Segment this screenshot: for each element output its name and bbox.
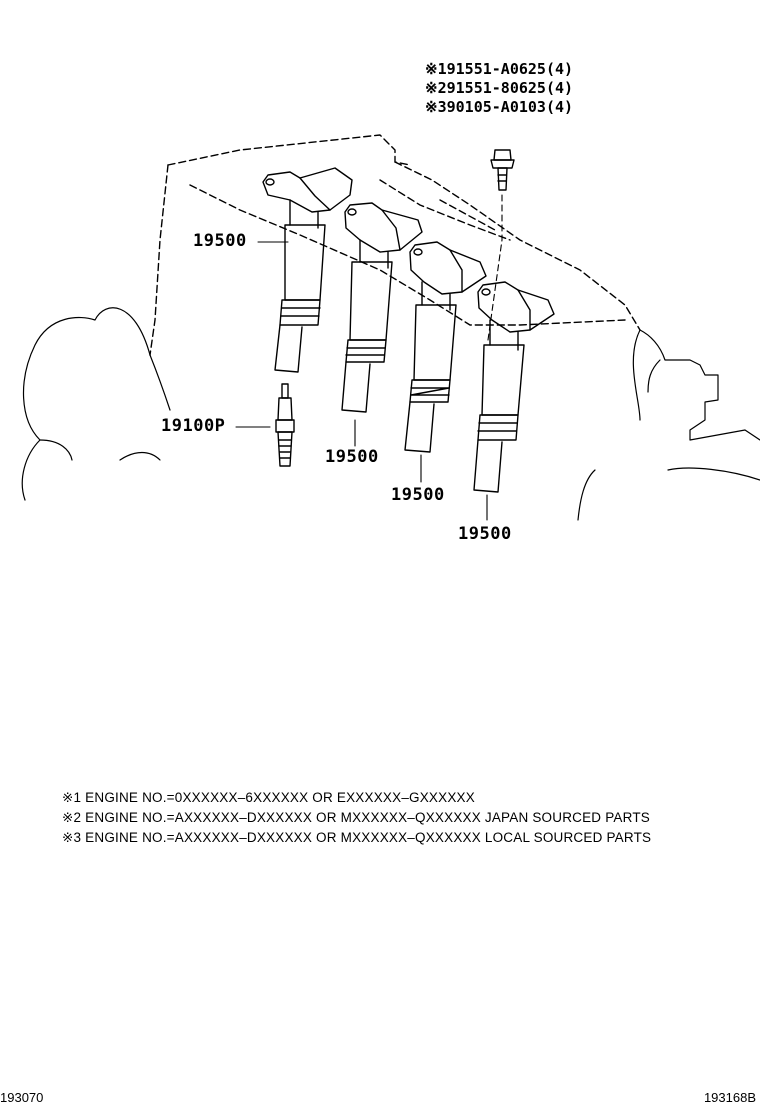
callout-coil-1: 19500 xyxy=(193,231,247,251)
leader-lines xyxy=(235,194,503,521)
ignition-coil-2 xyxy=(341,202,423,413)
ignition-coil-4 xyxy=(473,281,555,493)
bolt-label-3: ※390105-A0103(4) xyxy=(425,98,574,116)
engine-note-3: ※3 ENGINE NO.=AXXXXXX–DXXXXXX OR MXXXXXX… xyxy=(62,830,652,845)
engine-outline xyxy=(149,134,641,356)
ignition-coil-3 xyxy=(404,241,487,453)
footer-left-code: 193070 xyxy=(0,1090,44,1105)
engine-note-1: ※1 ENGINE NO.=0XXXXXX–6XXXXXX OR EXXXXXX… xyxy=(62,790,475,805)
bolt-label-1: ※191551-A0625(4) xyxy=(425,60,574,78)
bolt-label-2: ※291551-80625(4) xyxy=(425,79,574,97)
spark-plug xyxy=(275,383,295,467)
ignition-coil-1 xyxy=(262,167,353,373)
engine-body xyxy=(21,307,760,521)
callout-coil-3: 19500 xyxy=(391,485,445,505)
footer-right-code: 193168B xyxy=(703,1090,756,1105)
engine-note-2: ※2 ENGINE NO.=AXXXXXX–DXXXXXX OR MXXXXXX… xyxy=(62,810,650,825)
callout-coil-4: 19500 xyxy=(458,524,512,544)
bolt xyxy=(490,149,515,191)
callout-spark-plug: 19100P xyxy=(161,416,226,436)
callout-coil-2: 19500 xyxy=(325,447,379,467)
